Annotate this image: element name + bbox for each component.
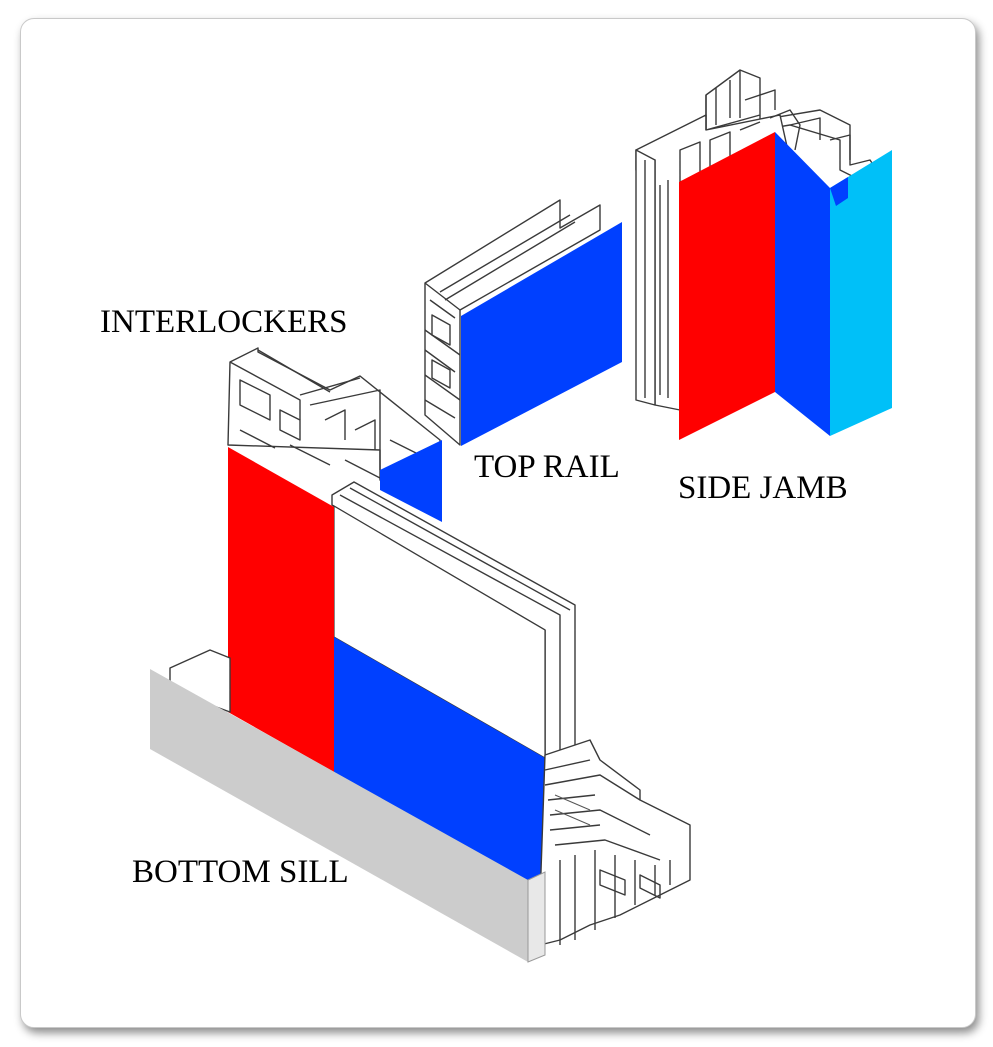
- sash-blue-panel: [334, 637, 545, 900]
- interlockers-profile: [227, 347, 576, 905]
- bottom-sill-label: BOTTOM SILL: [132, 854, 349, 890]
- interlocker-blue-face: [380, 440, 442, 522]
- bottom-sill-profile: [150, 649, 691, 963]
- side-jamb-blue-face: [775, 132, 830, 436]
- bottom-sill-gray-face: [150, 669, 528, 962]
- side-jamb-red-face: [679, 132, 775, 440]
- side-jamb-label: SIDE JAMB: [678, 470, 848, 506]
- interlockers-label: INTERLOCKERS: [100, 304, 348, 340]
- interlocker-red-face: [228, 447, 334, 772]
- top-rail-profile: [424, 199, 622, 446]
- side-jamb-profile: [635, 69, 892, 440]
- top-rail-label: TOP RAIL: [474, 449, 620, 485]
- top-rail-blue-face: [461, 222, 622, 446]
- side-jamb-cyan-face: [830, 150, 892, 436]
